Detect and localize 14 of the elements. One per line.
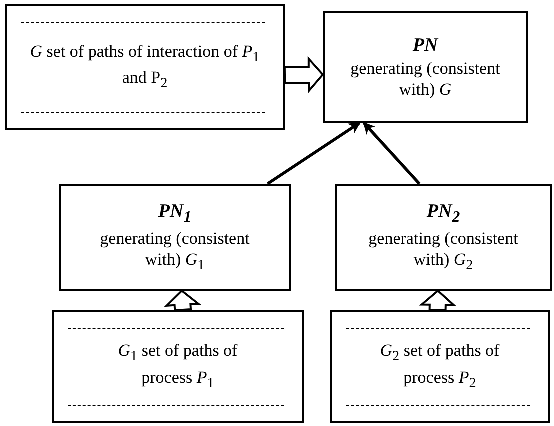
text-box — [330, 310, 550, 423]
net-box — [323, 11, 528, 123]
net-title: PN$_{2}$ — [426, 200, 460, 228]
net-title: PN — [412, 34, 438, 58]
net-box — [59, 184, 291, 291]
hollow-arrow — [284, 56, 324, 94]
net-title: PN$_{1}$ — [158, 200, 192, 228]
hollow-arrow — [164, 290, 202, 312]
net-box — [335, 184, 552, 291]
hollow-arrow — [419, 290, 457, 312]
text-box — [52, 310, 304, 423]
text-box — [5, 4, 285, 130]
arrow — [266, 122, 361, 186]
arrow — [362, 122, 421, 186]
